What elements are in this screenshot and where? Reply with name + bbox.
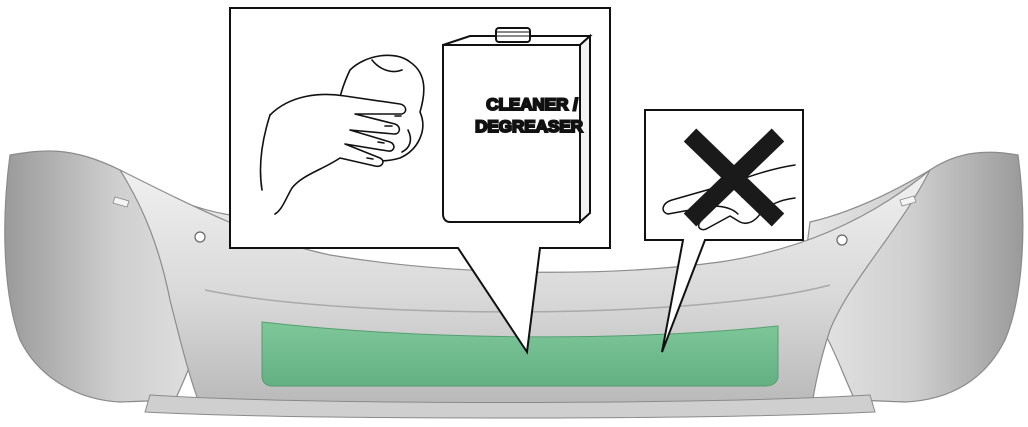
mount-hole-left (195, 232, 205, 242)
cleaner-label-line1: CLEANER / (486, 95, 578, 114)
cleaner-degreaser-can-icon: CLEANER / DEGREASER (443, 28, 590, 222)
mount-hole-right (837, 235, 847, 245)
cleaner-label-line2: DEGREASER (475, 117, 583, 136)
